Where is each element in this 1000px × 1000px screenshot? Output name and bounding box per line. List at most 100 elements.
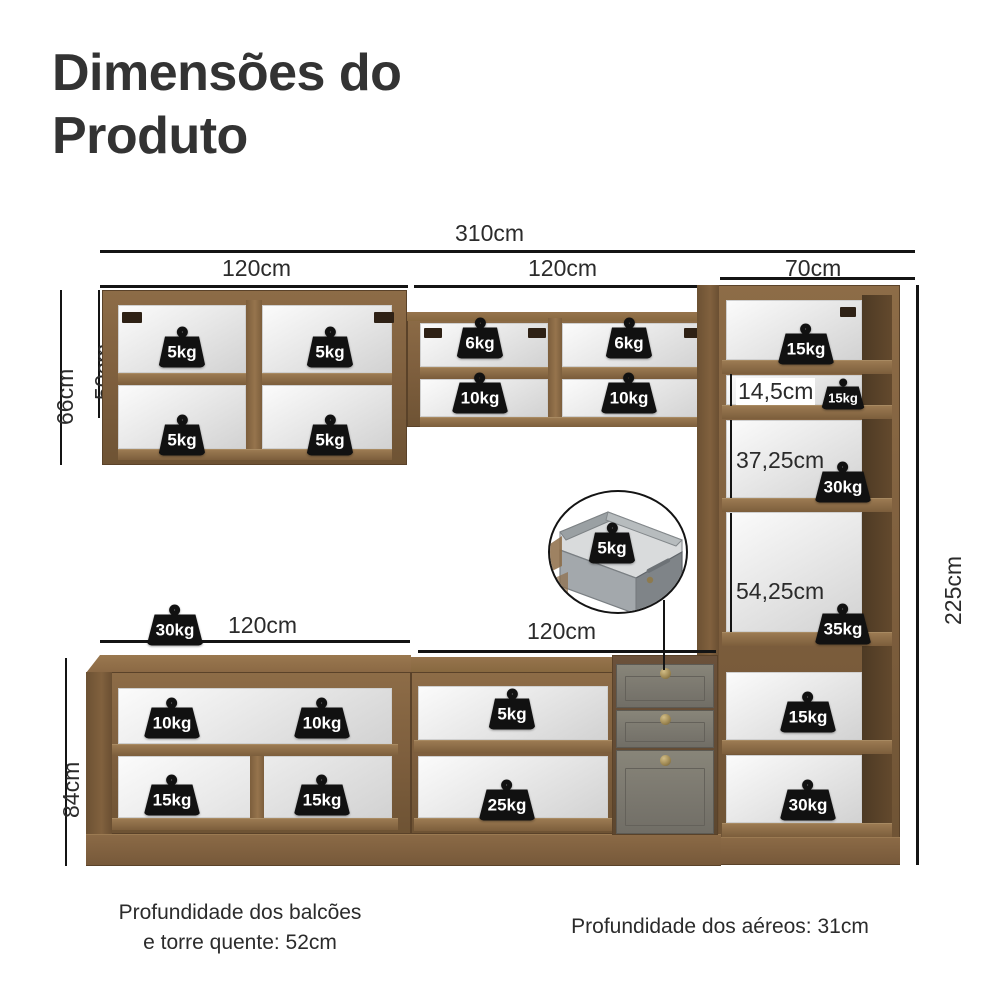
drawer-knob-icon[interactable] (660, 714, 671, 725)
weight-badge: 25kg (478, 779, 536, 821)
callout-leader-line (663, 600, 665, 670)
upper-middle-shelf-base (420, 417, 704, 427)
dimlabel-tower-shelf-3: 54,25cm (736, 578, 825, 604)
weight-badge: 5kg (306, 414, 354, 456)
weight-badge: 5kg (158, 326, 206, 368)
weight-badge: 15kg (293, 774, 351, 816)
dimlabel-upper-left: 120cm (222, 255, 292, 281)
weight-handle-icon (474, 372, 486, 384)
dimline-upper-outer-height (60, 290, 62, 465)
drawer-top-panel (625, 676, 705, 701)
dimline-base-height (65, 658, 67, 866)
dimline-base-left (100, 640, 410, 643)
dimlabel-base-height: 84cm (58, 761, 84, 818)
drawer-bottom-panel (625, 768, 705, 826)
weight-badge: 6kg (605, 317, 653, 359)
caption-depth-upper: Profundidade dos aéreos: 31cm (571, 915, 869, 938)
weight-badge: 5kg (488, 688, 536, 730)
dimline-upper-inner-height (98, 290, 100, 418)
weight-handle-icon (166, 697, 178, 709)
weight-badge: 10kg (451, 372, 509, 414)
dimlabel-tower-shelf-2: 37,25cm (736, 447, 825, 473)
weight-handle-icon (501, 779, 513, 791)
drawer-knob-icon[interactable] (660, 755, 671, 766)
base-middle-shelf-1 (414, 740, 612, 753)
weight-badge: 15kg (821, 378, 865, 410)
weight-handle-icon (802, 691, 814, 703)
upper-left-shelf-2 (262, 373, 392, 385)
base-middle-countertop (411, 657, 615, 673)
weight-badge: 15kg (779, 691, 837, 733)
weight-badge: 5kg (588, 522, 636, 564)
weight-handle-icon (838, 378, 847, 387)
base-left-countertop (86, 655, 411, 673)
base-left-shelf-2 (112, 818, 398, 830)
weight-badge: 6kg (456, 317, 504, 359)
upper-left-shelf-1 (118, 373, 246, 385)
dimlabel-tower-height: 225cm (940, 555, 966, 625)
weight-handle-icon (837, 461, 849, 473)
drawer-knob-icon[interactable] (660, 668, 671, 679)
dimlabel-base-left: 120cm (228, 612, 298, 638)
tower-shelf-2 (722, 405, 892, 419)
weight-handle-icon (324, 326, 336, 338)
drawer-bottom-door[interactable] (616, 750, 714, 834)
weight-badge: 10kg (600, 372, 658, 414)
weight-handle-icon (316, 774, 328, 786)
weight-handle-icon (176, 326, 188, 338)
upper-left-divider (246, 300, 262, 460)
dimlabel-tower-shelf-1: 14,5cm (736, 378, 816, 405)
weight-handle-icon (606, 522, 618, 534)
base-left-side (86, 672, 112, 834)
upper-middle-shelf-2 (562, 367, 704, 378)
weight-badge: 10kg (143, 697, 201, 739)
hinge-icon (684, 328, 702, 338)
weight-handle-icon (169, 604, 181, 616)
weight-handle-icon (506, 688, 518, 700)
dimlabel-upper-outer-height: 66cm (52, 368, 78, 425)
upper-middle-divider (548, 318, 562, 422)
dimlabel-upper-middle: 120cm (528, 255, 598, 281)
weight-handle-icon (316, 697, 328, 709)
weight-badge: 5kg (158, 414, 206, 456)
upper-middle-shelf-1 (420, 367, 548, 378)
weight-badge: 30kg (779, 779, 837, 821)
weight-badge: 15kg (143, 774, 201, 816)
upper-middle-top (407, 312, 717, 321)
dimline-base-middle (418, 650, 716, 653)
weight-handle-icon (166, 774, 178, 786)
dimline-tower-shelf-2 (730, 420, 732, 498)
caption-depth-base: Profundidade dos balcões e torre quente:… (118, 901, 362, 955)
weight-handle-icon (623, 372, 635, 384)
upper-left-shelf-base (118, 449, 392, 460)
dimline-upper-right (720, 277, 915, 280)
weight-handle-icon (474, 317, 486, 329)
weight-badge: 5kg (306, 326, 354, 368)
weight-handle-icon (623, 317, 635, 329)
weight-handle-icon (802, 779, 814, 791)
hinge-icon (374, 312, 394, 323)
dimlabel-total-width: 310cm (455, 220, 525, 246)
weight-badge: 15kg (777, 323, 835, 365)
dimline-total-width (100, 250, 915, 253)
tower-shelf-6 (722, 823, 892, 837)
dimlabel-base-middle: 120cm (527, 618, 597, 644)
weight-badge: 35kg (814, 603, 872, 645)
weight-badge: 30kg (814, 461, 872, 503)
base-left-shelf-1 (112, 744, 398, 756)
weight-handle-icon (800, 323, 812, 335)
hinge-icon (424, 328, 442, 338)
base-left-plinth (86, 834, 411, 866)
hinge-icon (122, 312, 142, 323)
hinge-icon (840, 307, 856, 317)
tower-plinth (714, 837, 900, 865)
dimline-tower-height (916, 285, 919, 865)
drawer-callout-circle: 5kg (548, 490, 688, 614)
base-middle-plinth (411, 834, 721, 866)
dimlabel-upper-right: 70cm (785, 255, 842, 281)
weight-badge: 10kg (293, 697, 351, 739)
drawer-middle-panel (625, 722, 705, 742)
weight-handle-icon (176, 414, 188, 426)
tower-shelf-5 (722, 740, 892, 754)
